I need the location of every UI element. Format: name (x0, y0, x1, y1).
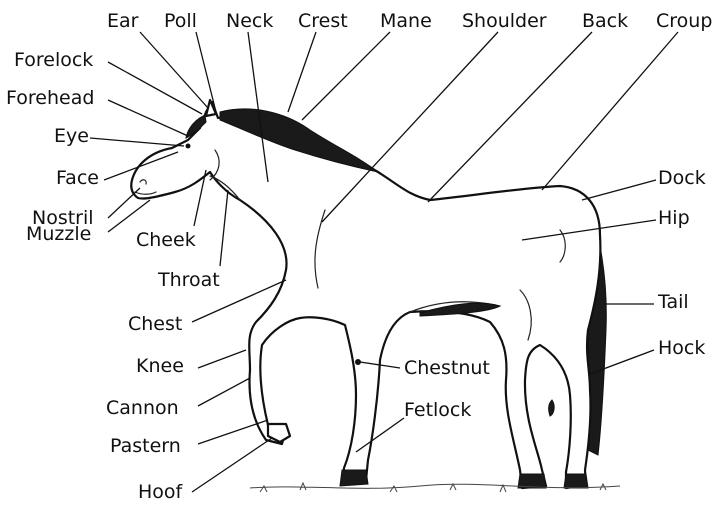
label-hip: Hip (658, 207, 690, 229)
label-cheek: Cheek (136, 229, 196, 251)
label-hock: Hock (658, 337, 705, 359)
leader-dock (582, 180, 656, 200)
label-pastern: Pastern (110, 435, 181, 457)
label-forelock: Forelock (14, 49, 93, 71)
leader-knee (198, 350, 246, 368)
label-eye: Eye (54, 125, 89, 147)
label-tail: Tail (657, 291, 689, 313)
horse-body (131, 102, 600, 488)
leader-back (428, 32, 592, 202)
leader-ear (140, 32, 208, 108)
leader-eye (90, 138, 184, 146)
label-forehead: Forehead (6, 87, 94, 109)
leader-throat (220, 190, 228, 266)
leader-mane (302, 32, 390, 120)
leader-poll (196, 32, 216, 112)
label-ear: Ear (107, 10, 139, 32)
label-chest: Chest (128, 313, 182, 335)
label-fetlock: Fetlock (404, 399, 471, 421)
hock-mark (549, 400, 554, 416)
label-croup: Croup (656, 10, 712, 32)
eye (186, 144, 191, 149)
leader-crest (288, 32, 316, 112)
leader-pastern (198, 420, 268, 444)
hind-hoof-2 (564, 474, 588, 488)
horse-illustration (131, 100, 620, 492)
front-hoof (340, 470, 368, 486)
label-crest: Crest (298, 10, 348, 32)
label-muzzle: Muzzle (26, 223, 91, 245)
label-face: Face (56, 167, 99, 189)
leader-nostril (108, 188, 140, 218)
label-chestnut: Chestnut (404, 357, 490, 379)
leader-muzzle (108, 200, 150, 232)
label-back: Back (582, 10, 628, 32)
label-poll: Poll (164, 10, 197, 32)
label-throat: Throat (157, 269, 220, 291)
label-shoulder: Shoulder (462, 10, 547, 32)
leader-forehead (108, 100, 188, 136)
label-neck: Neck (226, 10, 273, 32)
label-knee: Knee (136, 355, 184, 377)
label-dock: Dock (658, 167, 706, 189)
label-cannon: Cannon (106, 397, 179, 419)
leader-hoof (192, 438, 272, 492)
leader-cannon (198, 378, 250, 406)
label-hoof: Hoof (138, 481, 184, 503)
label-mane: Mane (380, 10, 432, 32)
hind-hoof-1 (518, 474, 546, 488)
